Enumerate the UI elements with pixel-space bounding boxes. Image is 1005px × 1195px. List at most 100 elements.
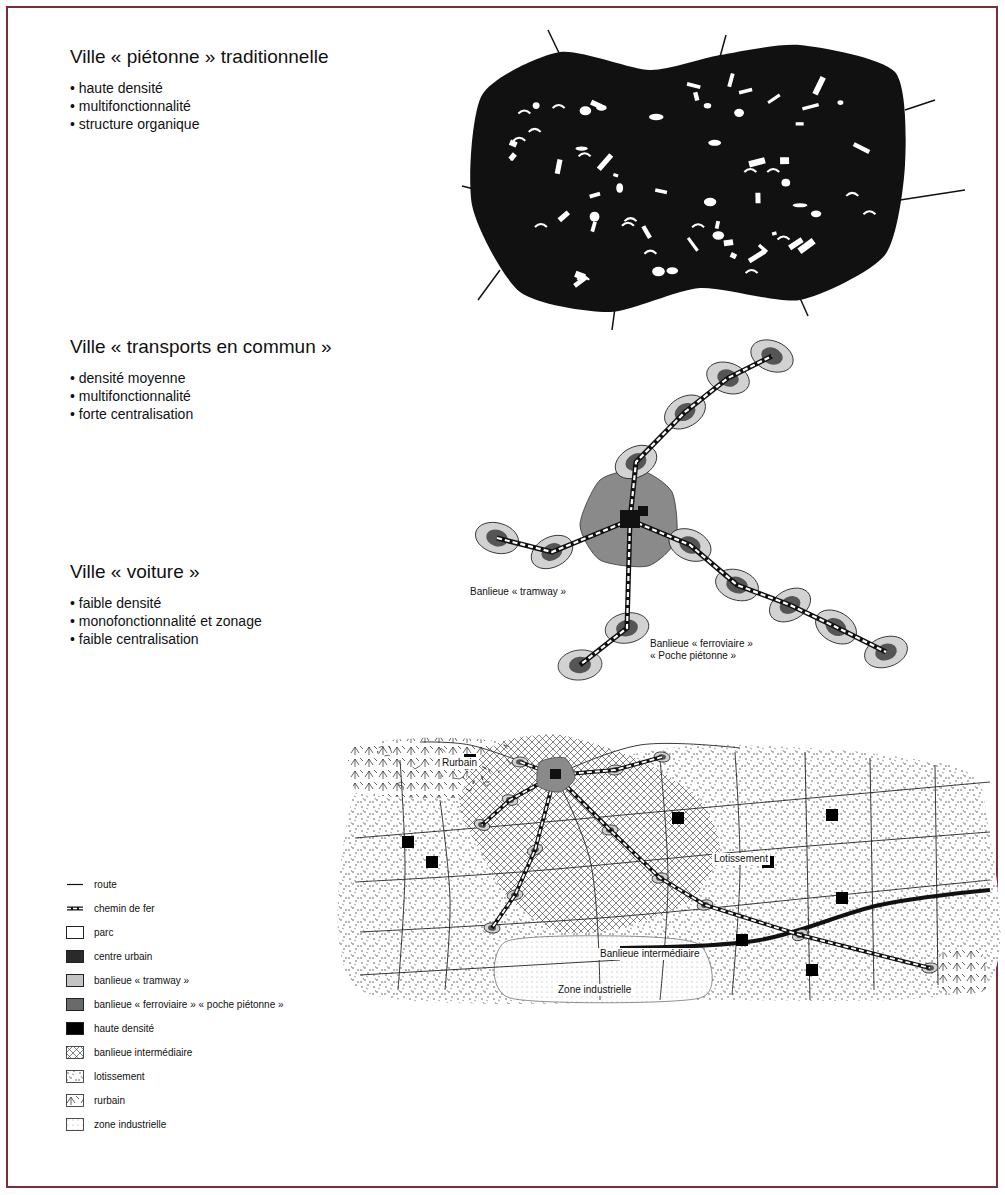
open-space (655, 188, 667, 194)
open-space (529, 129, 541, 132)
road-line (440, 800, 450, 990)
legend-text: zone industrielle (94, 1119, 166, 1130)
open-space (518, 111, 530, 114)
road-line (805, 752, 810, 1000)
legend-item: chemin de fer (66, 902, 155, 915)
transit-city (472, 334, 912, 682)
open-space (590, 212, 600, 222)
open-space (723, 239, 733, 246)
rurbain-track (466, 788, 472, 791)
legend-item: banlieue « tramway » (66, 974, 189, 987)
open-space (553, 105, 565, 108)
open-space (863, 211, 875, 214)
legend-text: centre urbain (94, 951, 152, 962)
road-line (548, 30, 560, 55)
rurbain-track (506, 759, 510, 765)
map-label: Rurbain (440, 757, 479, 769)
rurbain-track (489, 769, 492, 774)
open-space (687, 237, 699, 252)
rurbain-track (473, 780, 475, 784)
bullet-item: • densité moyenne (70, 370, 185, 387)
open-space (748, 249, 767, 263)
legend-item: parc (66, 926, 113, 939)
open-space (734, 109, 744, 117)
road-line (398, 760, 405, 990)
legend-item: banlieue intermédiaire (66, 1046, 192, 1059)
railway-line (630, 356, 772, 520)
legend-text: lotissement (94, 1071, 145, 1082)
pedestrian-city (462, 30, 965, 330)
open-space (746, 270, 758, 273)
road-line (555, 743, 740, 775)
road-line (800, 298, 808, 316)
urban-centre (620, 510, 640, 528)
open-space (730, 252, 738, 259)
high-density-block (426, 856, 438, 868)
open-space (715, 221, 720, 229)
high-density-block (806, 964, 818, 976)
rurbain-track (397, 780, 401, 784)
open-space (744, 169, 756, 172)
panel-title: Ville « voiture » (70, 561, 200, 584)
high-density-block (836, 892, 848, 904)
open-space (780, 157, 789, 164)
rurbain-track (463, 777, 466, 779)
urban-centre (550, 769, 561, 779)
open-space (579, 153, 591, 156)
railway-line (630, 520, 886, 652)
rurbain-track (440, 748, 446, 752)
bullet-item: • faible densité (70, 595, 161, 612)
map-label: Lotissement (712, 853, 770, 865)
bullet-item: • forte centralisation (70, 406, 193, 423)
railway-line (492, 775, 555, 928)
open-space (748, 157, 765, 167)
legend-swatch (66, 998, 84, 1011)
open-space (575, 146, 587, 150)
rurbain-track (481, 776, 483, 781)
open-space (580, 106, 592, 115)
road-line (355, 832, 990, 882)
rurbain-track (504, 745, 510, 749)
open-space (693, 92, 699, 101)
bullet-item: • multifonctionnalité (70, 98, 191, 115)
high-density-block (672, 812, 684, 824)
map-label: Banlieue « tramway » (468, 586, 568, 598)
highway (620, 890, 990, 948)
railway-line (630, 356, 772, 520)
open-space (589, 192, 600, 199)
open-space (739, 88, 753, 95)
open-space (616, 183, 623, 192)
intermediate-suburb (460, 735, 720, 934)
rurbain-area (938, 948, 986, 994)
road-line (905, 100, 935, 110)
bullet-item: • faible centralisation (70, 631, 199, 648)
legend-item: rurbain (66, 1094, 125, 1107)
open-space (555, 159, 563, 174)
legend-swatch (66, 1022, 84, 1035)
open-space (838, 100, 844, 105)
high-density-block (736, 934, 748, 946)
railway-line (580, 520, 630, 665)
rurbain-track (413, 766, 421, 769)
dense-core (470, 45, 905, 312)
open-space (708, 140, 721, 146)
legend-text: banlieue « ferroviaire » « poche piétonn… (94, 999, 284, 1010)
road-line (420, 742, 555, 775)
legend-text: rurbain (94, 1095, 125, 1106)
open-space (649, 114, 664, 120)
railway-line (497, 520, 630, 552)
road-line (555, 775, 600, 1000)
open-space (513, 138, 525, 141)
open-space (613, 173, 619, 177)
bullet-item: • monofonctionnalité et zonage (70, 613, 262, 630)
legend-swatch (66, 974, 84, 987)
open-space (727, 73, 734, 87)
road-line (478, 270, 500, 300)
rurbain-track (384, 755, 389, 757)
open-space (781, 179, 790, 187)
railway-line (492, 775, 555, 928)
open-space (666, 267, 678, 274)
legend-text: chemin de fer (94, 903, 155, 914)
legend-symbol (66, 878, 84, 891)
road-line (900, 190, 965, 200)
